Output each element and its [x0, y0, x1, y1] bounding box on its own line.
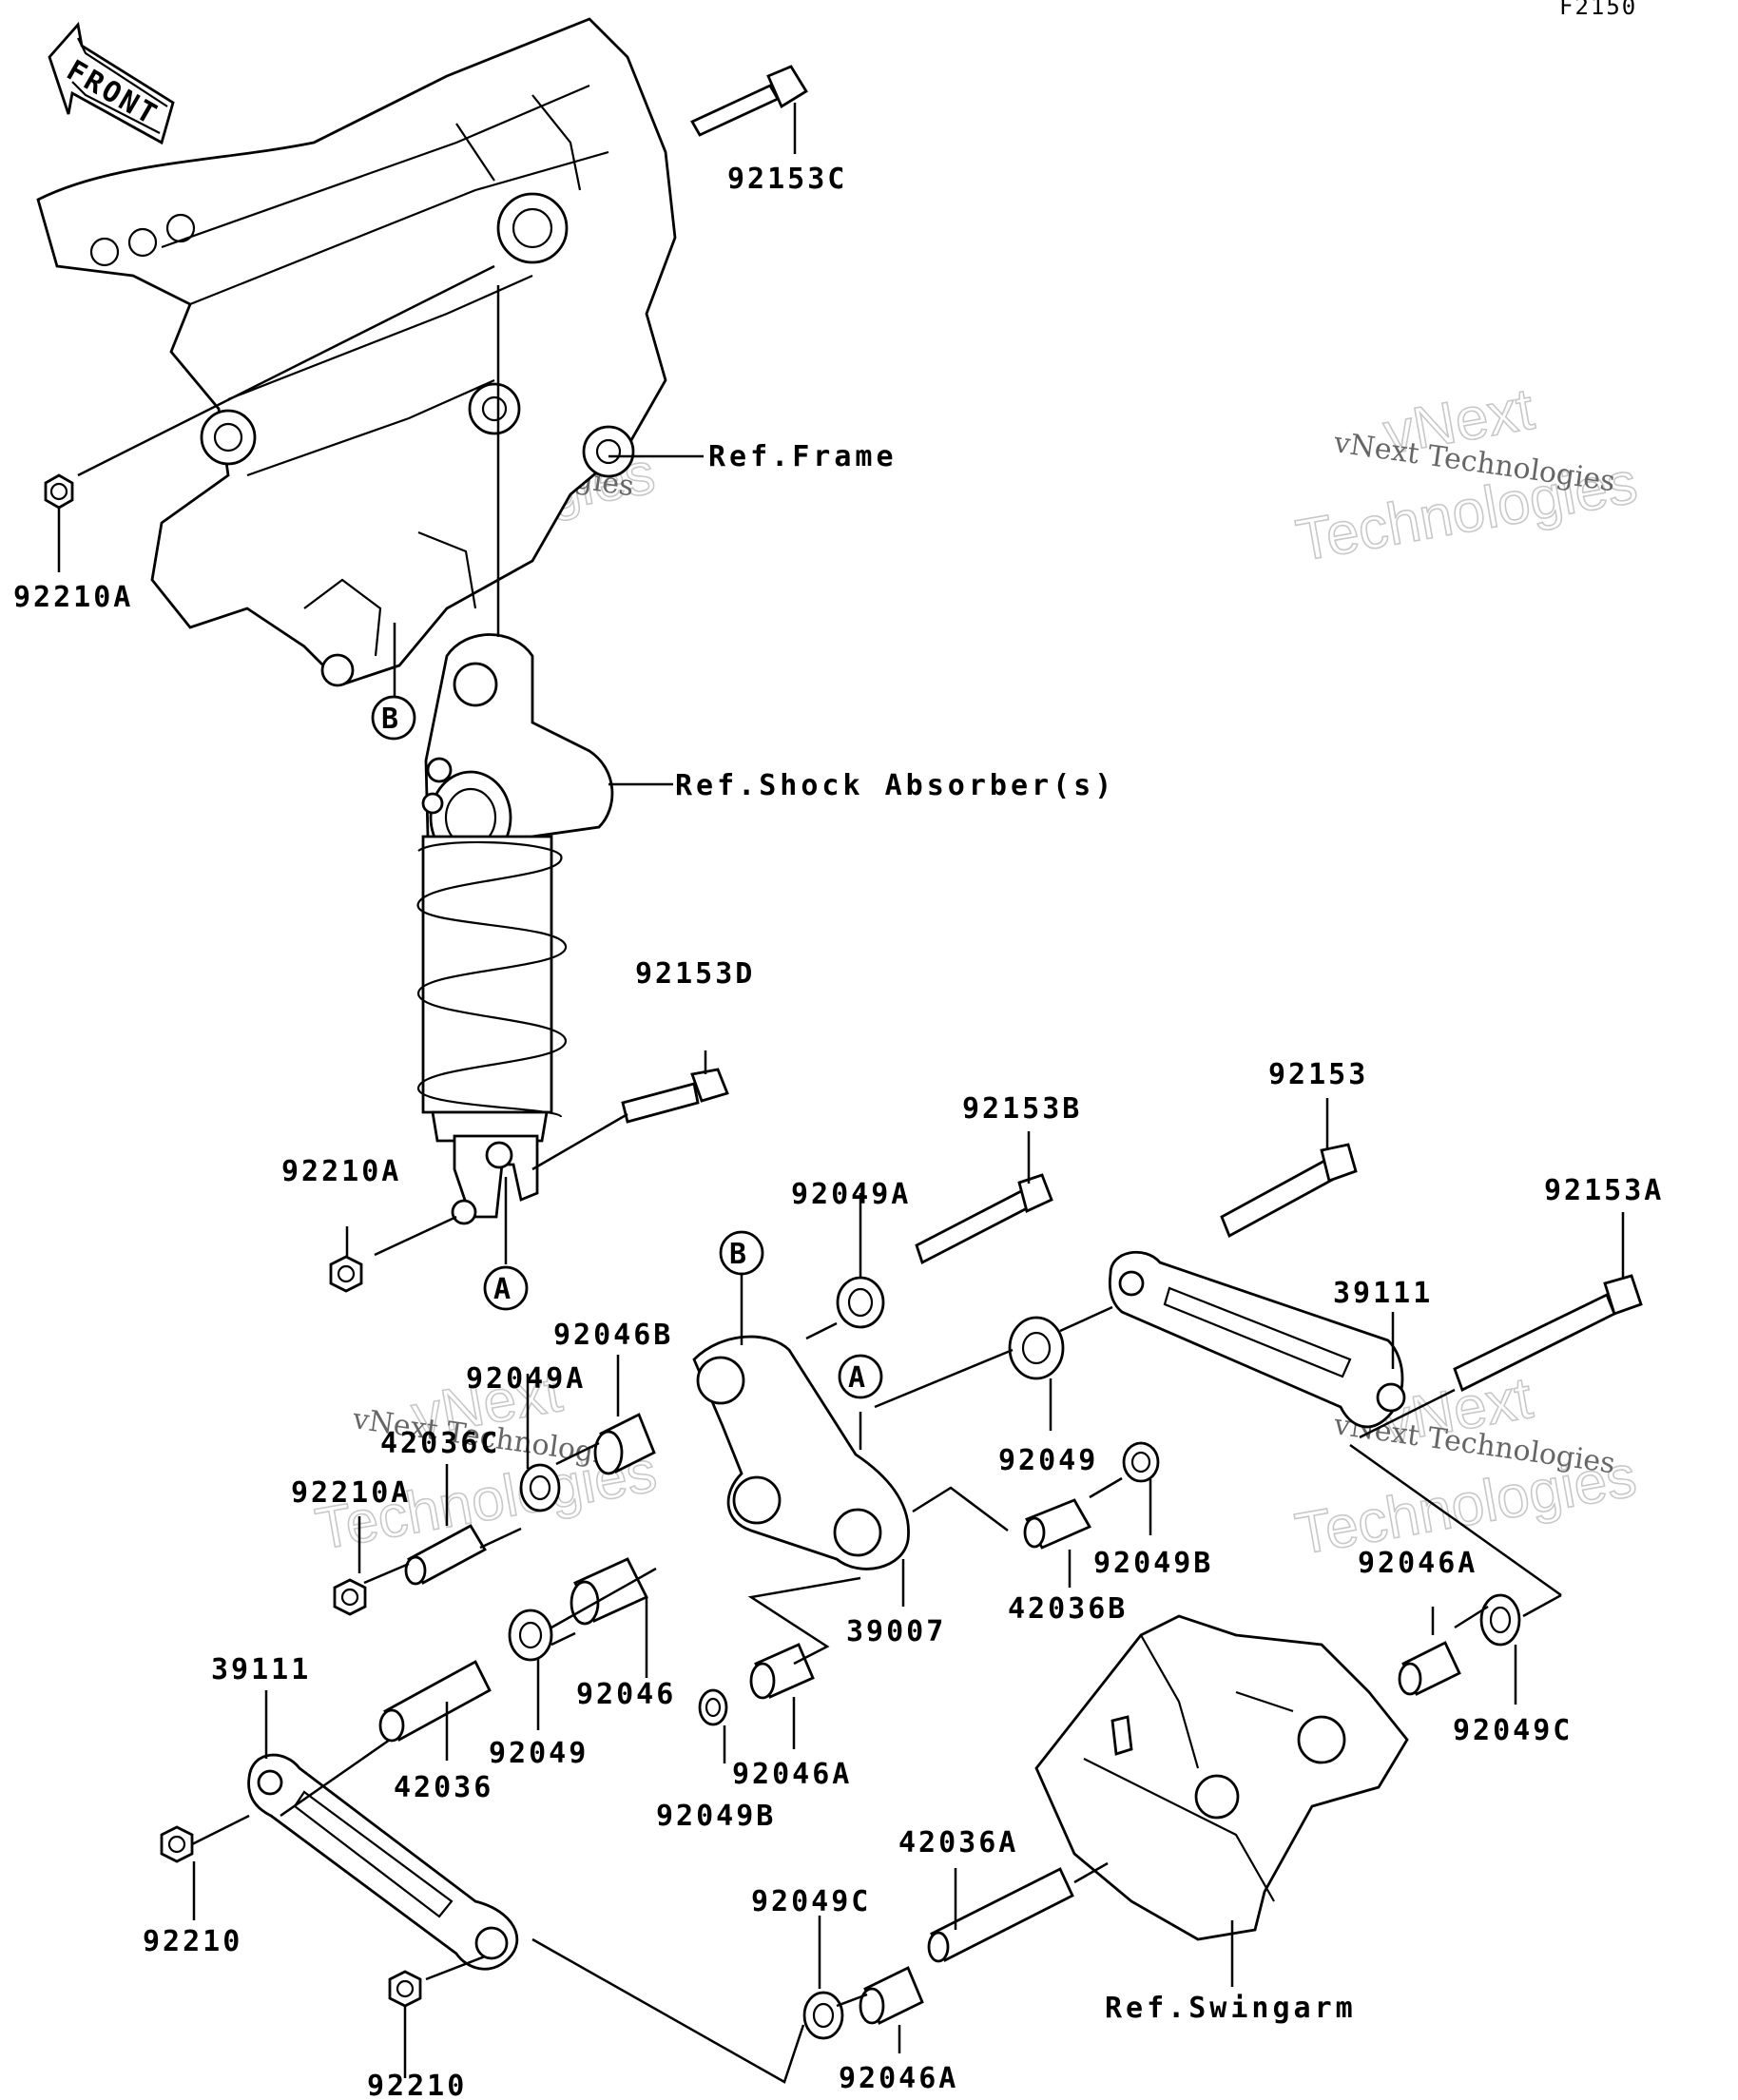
frame-drawing: [36, 17, 677, 687]
marker-a-rocker: A: [838, 1354, 883, 1399]
sleeve-92046B: [593, 1413, 656, 1475]
part-label: 92049C: [1453, 1714, 1573, 1747]
seal-92049C-right: [1479, 1593, 1521, 1647]
part-label: 42036: [394, 1771, 493, 1804]
tie-rod-39111-left: [247, 1753, 519, 1971]
nut-92210A-top: [44, 473, 74, 510]
part-label: 92049B: [656, 1800, 776, 1833]
bolt-92153D: [621, 1068, 729, 1124]
part-label: 39111: [211, 1653, 311, 1686]
part-label: 92210A: [13, 581, 133, 614]
marker-b-frame: B: [371, 695, 416, 741]
bolt-92153: [1220, 1143, 1358, 1238]
sleeve-42036: [378, 1660, 492, 1743]
svg-text:A: A: [848, 1361, 868, 1395]
part-label: 92046A: [1358, 1547, 1477, 1580]
bearing-92046A-right: [1398, 1641, 1461, 1696]
sleeve-42036B: [1023, 1498, 1091, 1550]
bearing-92046A-mid: [749, 1643, 815, 1700]
nut-92210-left: [160, 1825, 194, 1863]
svg-text:B: B: [729, 1238, 749, 1271]
svg-text:B: B: [381, 703, 401, 736]
seal-92049C-bottom: [802, 1991, 844, 2040]
part-label: 42036A: [898, 1826, 1018, 1859]
part-label: 92049B: [1093, 1547, 1213, 1580]
sleeve-42036C: [404, 1524, 487, 1586]
seal-92049A-top: [836, 1276, 885, 1329]
ref-swingarm-label: Ref.Swingarm: [1105, 1992, 1357, 2025]
svg-text:A: A: [493, 1273, 513, 1306]
marker-a-shock: A: [483, 1265, 529, 1311]
part-label: 92049A: [466, 1362, 586, 1396]
shock-absorber-drawing: [416, 633, 614, 1225]
part-label: 92153A: [1544, 1174, 1664, 1207]
part-label: 92210: [143, 1925, 242, 1958]
marker-b-rocker: B: [719, 1230, 764, 1276]
nut-92210-bottom: [388, 1970, 422, 2008]
swingarm-drawing: [1034, 1614, 1409, 1941]
part-label: 92210: [367, 2070, 467, 2096]
tie-rod-39111-right: [1108, 1250, 1406, 1429]
bolt-92153C: [690, 65, 808, 137]
diagram-code: F2150: [1559, 0, 1637, 20]
seal-92049A-mid: [519, 1463, 561, 1512]
part-label: 92153C: [727, 163, 847, 196]
part-label: 92049C: [751, 1885, 871, 1918]
part-label: 92049: [998, 1444, 1098, 1477]
nut-92210A-mid: [329, 1255, 363, 1293]
part-label: 92049: [489, 1737, 589, 1770]
part-label: 92210A: [281, 1155, 401, 1188]
leader-lines: [57, 103, 1625, 2084]
washer-92049B-right: [1122, 1441, 1160, 1483]
sleeve-42036A: [927, 1867, 1074, 1963]
part-label: 92153D: [635, 957, 755, 991]
bearing-92046: [570, 1557, 648, 1626]
nut-92210A-low: [333, 1578, 367, 1616]
part-label: 92210A: [291, 1476, 411, 1510]
part-label: 42036C: [380, 1427, 500, 1460]
ref-frame-label: Ref.Frame: [708, 440, 898, 473]
ref-shock-label: Ref.Shock Absorber(s): [675, 769, 1115, 802]
washer-92049B-mid: [698, 1688, 728, 1726]
part-label: 92046A: [839, 2062, 958, 2095]
part-label: 92046A: [732, 1758, 852, 1791]
part-labels: 92153C 92210A 92153D 92210A 92153B 92153…: [13, 163, 1664, 2100]
part-label: 92046B: [553, 1319, 673, 1352]
part-label: 92049A: [791, 1178, 911, 1211]
part-label: 39111: [1333, 1277, 1433, 1310]
part-label: 42036B: [1008, 1592, 1128, 1626]
front-arrow-icon: FRONT: [48, 21, 175, 145]
part-label: 92046: [576, 1678, 676, 1711]
bearing-92046A-bottom: [859, 1966, 924, 2025]
rocker-arm-39007: [692, 1335, 910, 1570]
seal-92049-right: [1008, 1316, 1065, 1380]
seal-92049-mid: [508, 1609, 553, 1662]
bolt-92153A: [1453, 1274, 1643, 1392]
part-label: 92153B: [962, 1092, 1082, 1126]
bolt-92153B: [915, 1173, 1053, 1264]
part-label: 39007: [846, 1615, 946, 1648]
part-label: 92153: [1268, 1058, 1368, 1091]
